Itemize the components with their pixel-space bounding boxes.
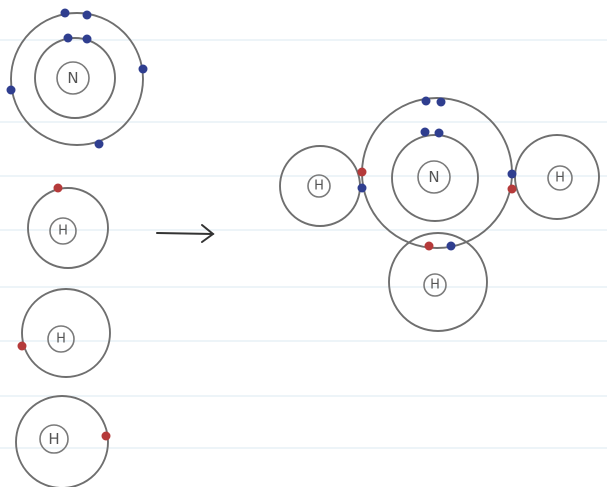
electron	[82, 10, 92, 20]
nitrogen-outer-shell	[10, 12, 144, 146]
hydrogen-symbol: H	[430, 278, 440, 293]
electron	[436, 97, 446, 107]
electron	[357, 183, 367, 193]
hydrogen-symbol: H	[314, 179, 324, 194]
electron	[60, 8, 70, 18]
hydrogen-shell	[15, 395, 109, 487]
electron	[63, 33, 73, 43]
electron	[507, 184, 517, 194]
right-arrow-icon	[156, 224, 215, 243]
electron	[138, 64, 148, 74]
hydrogen-symbol: H	[48, 430, 59, 448]
electron	[434, 128, 444, 138]
electron	[357, 167, 367, 177]
electron	[94, 139, 104, 149]
hydrogen-symbol: H	[555, 171, 565, 186]
electron	[6, 85, 16, 95]
hydrogen-nucleus	[307, 174, 331, 198]
ammonia-molecule: N H H H	[279, 96, 600, 332]
hydrogen-shell	[21, 288, 111, 378]
electron	[446, 241, 456, 251]
hydrogen-atom: H	[17, 288, 111, 378]
hydrogen-atom: H	[15, 395, 111, 487]
electron	[424, 241, 434, 251]
electron	[420, 127, 430, 137]
nitrogen-inner-shell	[34, 37, 116, 119]
hydrogen-symbol: H	[56, 332, 66, 347]
nitrogen-symbol: N	[67, 69, 78, 87]
nitrogen-nucleus	[56, 61, 90, 95]
electron	[82, 34, 92, 44]
electron	[507, 169, 517, 179]
nitrogen-electrons	[6, 8, 148, 149]
hydrogen-atom: H	[27, 183, 109, 269]
hydrogen-nucleus	[547, 165, 573, 191]
hydrogen-nucleus	[49, 217, 77, 245]
nitrogen-symbol: N	[428, 168, 439, 186]
electron	[53, 183, 63, 193]
hydrogen-symbol: H	[58, 224, 68, 239]
ammonia-electrons	[357, 96, 517, 251]
electron	[17, 341, 27, 351]
ruled-lines	[0, 39, 607, 449]
hydrogen-nucleus	[423, 273, 447, 297]
nitrogen-atom: N	[6, 8, 148, 149]
hydrogen-nucleus	[47, 325, 75, 353]
electron	[421, 96, 431, 106]
hydrogen-nucleus	[39, 424, 69, 454]
hydrogen-shell	[27, 187, 109, 269]
electron	[101, 431, 111, 441]
hydrogen-shell	[388, 232, 488, 332]
nitrogen-nucleus	[417, 160, 451, 194]
